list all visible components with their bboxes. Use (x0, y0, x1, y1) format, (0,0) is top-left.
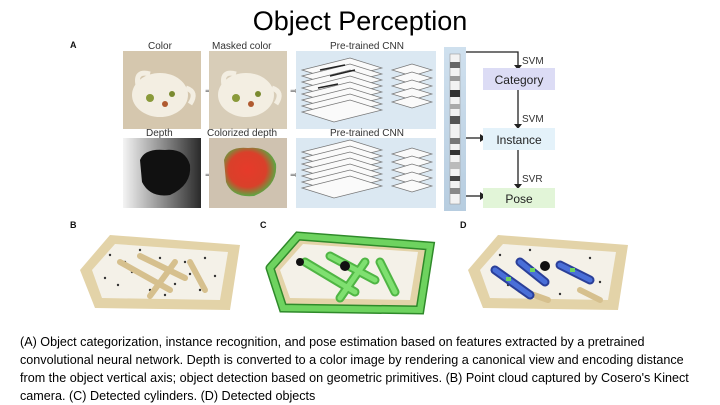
svm-label-mid: SVM (522, 114, 544, 125)
pose-text: Pose (505, 192, 533, 206)
depth-image (123, 138, 201, 208)
feature-vector (444, 47, 466, 211)
svm-label-top: SVM (522, 56, 544, 67)
svg-text:⇒: ⇒ (290, 86, 298, 97)
detected-cylinders-image (265, 231, 436, 315)
pose-box: Pose (483, 188, 555, 208)
instance-text: Instance (496, 133, 542, 147)
svr-label: SVR (522, 174, 543, 185)
masked-color-image (209, 51, 287, 129)
colorized-depth-image (209, 138, 287, 208)
panel-a-letter: A (70, 40, 77, 50)
point-cloud-image (80, 235, 240, 310)
panel-c-letter: C (260, 220, 267, 230)
depth-label: Depth (146, 128, 173, 139)
detected-objects-image (468, 235, 628, 310)
panel-d-letter: D (460, 220, 467, 230)
cnn-top-panel (296, 51, 436, 129)
instance-box: Instance (483, 128, 555, 150)
cnn-label-bottom: Pre-trained CNN (330, 128, 404, 139)
category-text: Category (495, 73, 544, 87)
svg-text:⇒: ⇒ (290, 170, 298, 181)
panel-b-letter: B (70, 220, 77, 230)
colorized-depth-label: Colorized depth (207, 128, 277, 139)
masked-color-label: Masked color (212, 41, 272, 52)
color-image (123, 51, 201, 129)
category-box: Category (483, 68, 555, 90)
figure: A Color Masked color Pre-trained CNN ⇒ ⇒ (70, 40, 628, 315)
cnn-label-top: Pre-trained CNN (330, 41, 404, 52)
color-label: Color (148, 41, 173, 52)
cnn-bottom-panel (296, 138, 436, 208)
figure-caption: (A) Object categorization, instance reco… (20, 335, 689, 403)
slide-title: Object Perception (252, 6, 468, 36)
